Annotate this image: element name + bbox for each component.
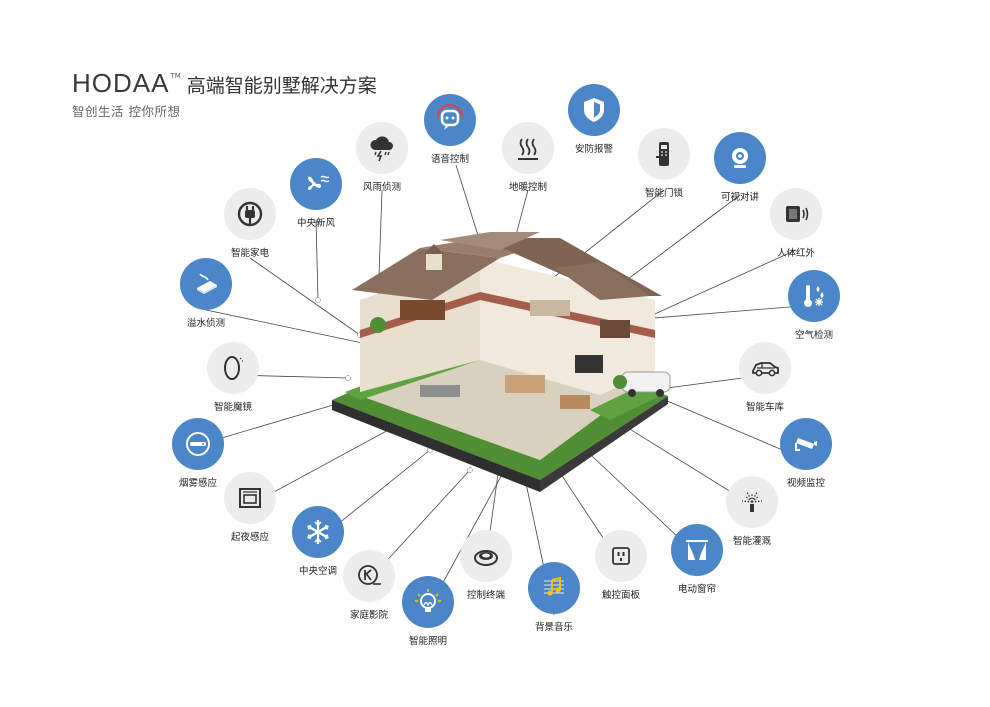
brand-logo: HODAA [72,68,170,98]
connector-dot [467,467,473,473]
feature-infrared-sensor[interactable]: 人体红外 [736,188,856,259]
feature-label: 背景音乐 [534,622,573,633]
feature-storm-detection[interactable]: 风雨侦测 [322,122,442,193]
feature-smart-lock[interactable]: 智能门锁 [604,128,724,199]
feature-label: 中央空调 [298,566,337,577]
feature-water-leak[interactable]: 溢水侦测 [146,258,266,329]
feature-label: 视频监控 [786,478,825,489]
air-quality-icon [788,270,840,322]
trademark-mark: TM [170,72,181,80]
feature-label: 智能门锁 [644,188,683,199]
door-lock-icon [638,128,690,180]
shield-icon [568,84,620,136]
feature-background-music[interactable]: 背景音乐 [494,562,614,633]
snowflake-icon [292,506,344,558]
connector-line [249,257,361,336]
feature-label: 智能家电 [230,248,269,259]
floor-heating-icon [502,122,554,174]
curtain-icon [671,524,723,576]
feature-smart-appliance[interactable]: 智能家电 [190,188,310,259]
feature-label: 人体红外 [776,248,815,259]
feature-control-terminal[interactable]: 控制终端 [426,530,546,601]
page-title: 高端智能别墅解决方案 [186,75,377,97]
connector-line [315,219,319,301]
oven-icon [224,472,276,524]
water-leak-icon [180,258,232,310]
feature-smart-lighting[interactable]: 智能照明 [368,576,488,647]
feature-label: 中央新风 [296,218,335,229]
feature-smoke-sensor[interactable]: 烟雾感应 [138,418,258,489]
connector-dot [315,297,321,303]
video-intercom-icon [714,132,766,184]
feature-air-quality[interactable]: 空气检测 [754,270,874,341]
touch-panel-icon [595,530,647,582]
feature-label: 电动窗帘 [677,584,716,595]
sprinkler-icon [726,476,778,528]
feature-label: 可视对讲 [720,192,759,203]
feature-label: 智能车库 [745,402,784,413]
feature-label: 溢水侦测 [186,318,225,329]
feature-video-surveillance[interactable]: 视频监控 [746,418,866,489]
infrared-sensor-icon [770,188,822,240]
feature-label: 控制终端 [466,590,505,601]
feature-night-sensor[interactable]: 起夜感应 [190,472,310,543]
music-note-icon [528,562,580,614]
feature-touch-panel[interactable]: 触控面板 [561,530,681,601]
feature-floor-heating[interactable]: 地暖控制 [468,122,588,193]
control-terminal-icon [460,530,512,582]
feature-voice-control[interactable]: 语音控制 [390,94,510,165]
voice-control-icon [424,94,476,146]
connector-line [205,309,373,346]
feature-home-theater[interactable]: 家庭影院 [309,550,429,621]
page-subtitle: 智创生活 控你所想 [72,104,181,119]
home-theater-icon [343,550,395,602]
car-icon [739,342,791,394]
feature-label: 空气检测 [794,330,833,341]
feature-label: 智能照明 [408,636,447,647]
light-bulb-icon [402,576,454,628]
fan-icon [290,158,342,210]
connector-dot [345,375,351,381]
brand-header: HODAA TM 高端智能别墅解决方案 [72,68,377,99]
feature-label: 地暖控制 [508,182,547,193]
feature-security-alarm[interactable]: 安防报警 [534,84,654,155]
plug-icon [224,188,276,240]
storm-cloud-icon [356,122,408,174]
feature-label: 风雨侦测 [362,182,401,193]
feature-smart-garage[interactable]: 智能车库 [705,342,825,413]
feature-central-ac[interactable]: 中央空调 [258,506,378,577]
smoke-detector-icon [172,418,224,470]
feature-label: 烟雾感应 [178,478,217,489]
feature-smart-irrigation[interactable]: 智能灌溉 [692,476,812,547]
feature-label: 智能灌溉 [732,536,771,547]
feature-fresh-air[interactable]: 中央新风 [256,158,376,229]
feature-label: 起夜感应 [230,532,269,543]
feature-label: 语音控制 [430,154,469,165]
feature-motorized-curtain[interactable]: 电动窗帘 [637,524,757,595]
mirror-icon [207,342,259,394]
feature-label: 触控面板 [601,590,640,601]
feature-video-intercom[interactable]: 可视对讲 [680,132,800,203]
feature-smart-mirror[interactable]: 智能魔镜 [173,342,293,413]
feature-label: 安防报警 [574,144,613,155]
feature-label: 智能魔镜 [213,402,252,413]
feature-label: 家庭影院 [349,610,388,621]
cctv-camera-icon [780,418,832,470]
